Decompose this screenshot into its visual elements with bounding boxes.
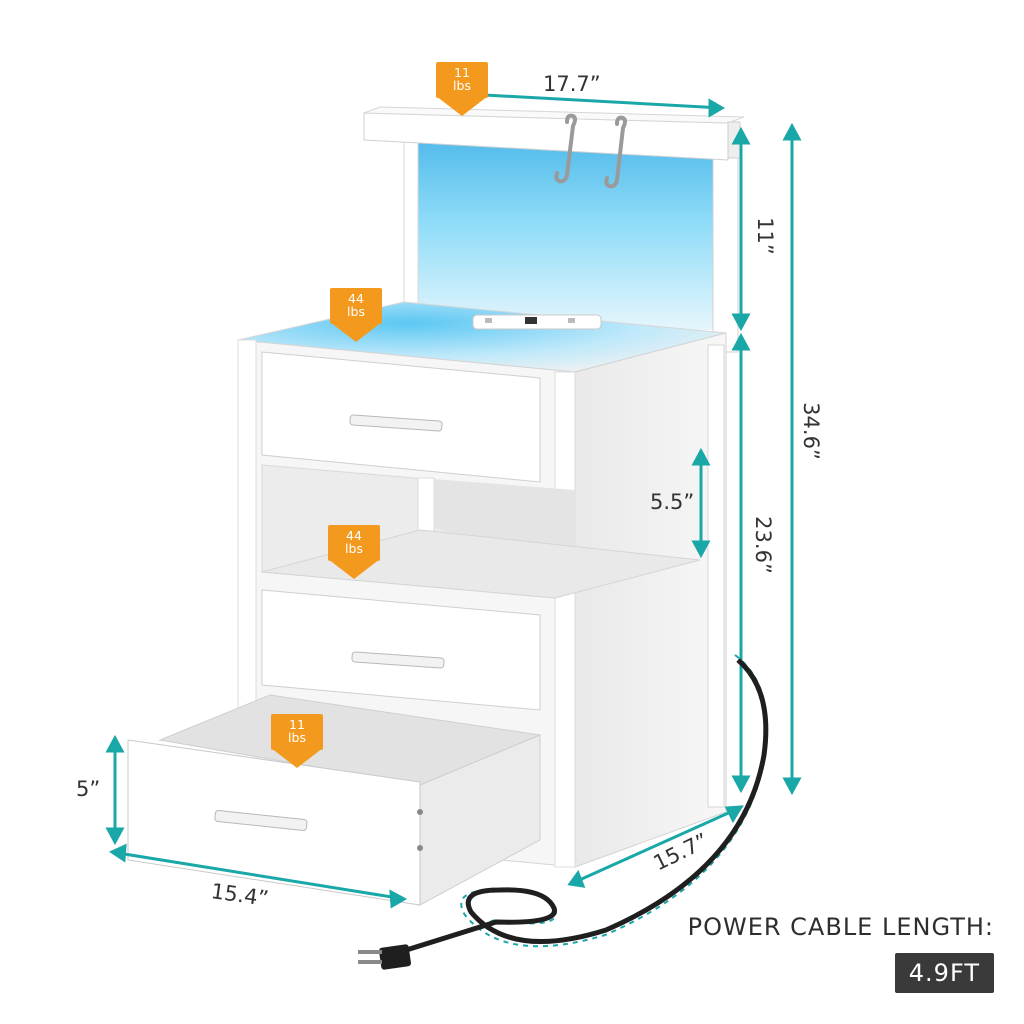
dim-shelf-height: 11” <box>752 217 777 255</box>
badge-unit: lbs <box>347 304 365 319</box>
dim-total-height: 34.6” <box>798 402 823 460</box>
top-drawer <box>261 351 541 483</box>
badge-value: 11 <box>454 65 470 80</box>
middle-drawer <box>261 589 541 711</box>
power-cable <box>358 654 769 970</box>
power-cable-length: 4.9FT <box>894 953 994 993</box>
hutch-back-panel <box>403 121 739 353</box>
hooks <box>554 113 627 189</box>
dimension-lines <box>105 84 802 909</box>
badge-unit: lbs <box>345 541 363 556</box>
dim-open-gap: 5.5” <box>650 490 695 514</box>
power-cable-caption: POWER CABLE LENGTH: <box>687 913 994 941</box>
dim-drawer-height: 5” <box>76 777 101 801</box>
badge-value: 44 <box>346 528 362 543</box>
badge-unit: lbs <box>453 78 471 93</box>
badge-unit: lbs <box>288 730 306 745</box>
bottom-drawer-open <box>127 694 542 906</box>
dim-body-height: 23.6” <box>750 516 775 574</box>
badge-value: 44 <box>348 291 364 306</box>
badge-value: 11 <box>289 717 305 732</box>
dim-width-top: 17.7” <box>543 72 601 96</box>
